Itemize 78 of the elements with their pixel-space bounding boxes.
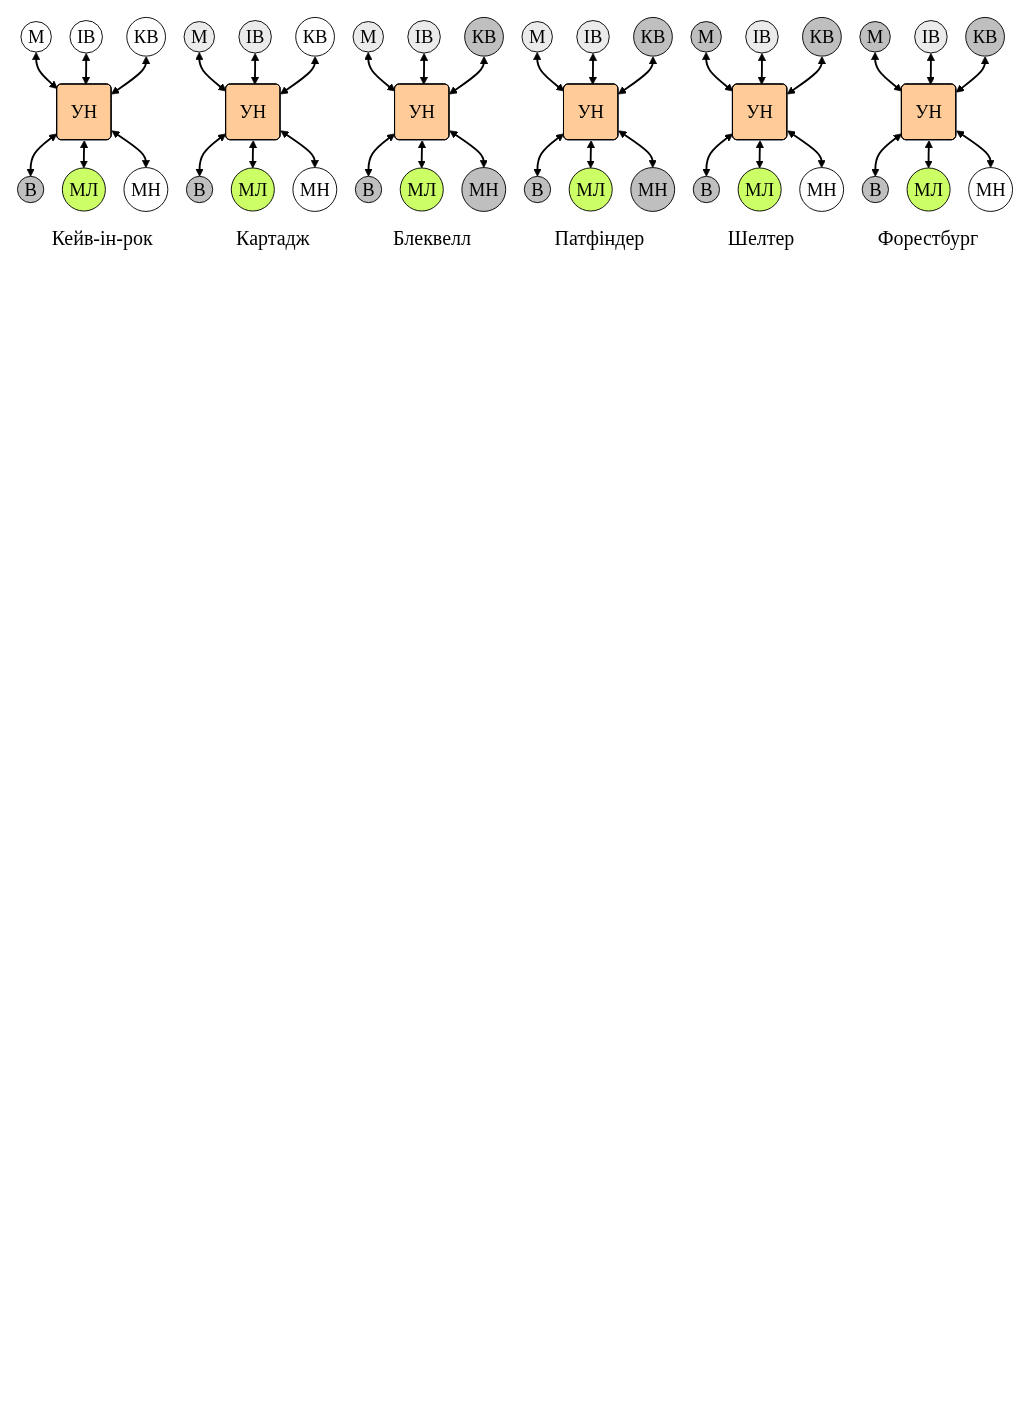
arrow (787, 130, 826, 168)
arrow (250, 53, 260, 85)
node-circle: КВ (126, 16, 166, 57)
node-circle: ІВ (69, 20, 103, 54)
arrow (702, 52, 734, 92)
node-circle: В (185, 175, 214, 204)
node-circle: МЛ (568, 167, 613, 212)
arrow (26, 133, 58, 177)
node-circle: М (521, 21, 553, 53)
node-circle: КВ (464, 16, 504, 57)
node-circle: МЛ (399, 167, 444, 212)
arrow (81, 53, 91, 85)
node-circle: МН (968, 167, 1013, 212)
arrow (618, 130, 657, 168)
node-circle: М (20, 21, 52, 53)
node-circle: МН (292, 167, 338, 212)
node-circle: В (354, 175, 383, 204)
node-circle: МЛ (230, 167, 275, 212)
arrow (533, 52, 565, 92)
arrow (586, 140, 595, 169)
arrow (871, 52, 903, 92)
arrow (417, 140, 427, 169)
node-circle: ІВ (745, 20, 779, 54)
arrow (280, 56, 320, 95)
node-circle: М (690, 21, 722, 53)
arrow (956, 130, 995, 168)
node-circle: ІВ (576, 20, 610, 54)
arrow (195, 133, 227, 177)
arrow (926, 53, 935, 85)
node-circle: ІВ (914, 20, 948, 54)
arrow (702, 133, 733, 177)
node-circle: М (859, 21, 891, 53)
arrow (955, 56, 990, 93)
arrow (419, 53, 429, 85)
node-circle: КВ (802, 16, 842, 57)
node-circle: КВ (295, 16, 335, 57)
node-circle: МН (123, 167, 169, 212)
node-circle: ІВ (238, 20, 272, 54)
node-circle: В (861, 175, 889, 204)
node-circle: МЛ (61, 167, 106, 212)
panel-caption: Картадж (236, 226, 310, 250)
node-circle: КВ (965, 16, 1005, 57)
node-circle: МЛ (737, 167, 782, 212)
arrow (280, 130, 319, 168)
panel-caption: Кейв-ін-рок (51, 226, 153, 250)
arrow (588, 53, 598, 85)
arrow (364, 133, 396, 177)
arrow (924, 140, 933, 169)
panel-caption: Блеквелл (393, 226, 471, 250)
arrow (111, 130, 150, 168)
arrow (786, 56, 826, 95)
panel-caption: Форестбург (877, 226, 979, 250)
node-circle: В (17, 175, 45, 204)
panel-caption: Патфіндер (554, 226, 645, 250)
node-circle: ІВ (407, 20, 441, 54)
arrow (195, 52, 227, 92)
node-circle: МЛ (906, 167, 951, 212)
arrow (79, 140, 89, 169)
arrow (449, 130, 488, 168)
node-circle: МН (799, 167, 845, 212)
node-circle: М (352, 21, 384, 53)
panel-caption: Шелтер (727, 226, 795, 250)
arrow (364, 52, 396, 92)
node-circle: МН (630, 167, 676, 212)
arrow (32, 52, 58, 89)
node-circle: В (523, 175, 552, 204)
arrow (533, 133, 565, 177)
arrow (248, 140, 258, 169)
arrow (871, 133, 902, 177)
arrow (618, 56, 658, 95)
node-circle: КВ (633, 16, 673, 57)
arrow (755, 140, 764, 169)
arrow (449, 56, 489, 95)
node-circle: МН (461, 167, 507, 212)
node-circle: М (183, 21, 215, 53)
node-circle: В (692, 175, 720, 204)
arrow (111, 56, 151, 95)
arrow (757, 53, 767, 85)
